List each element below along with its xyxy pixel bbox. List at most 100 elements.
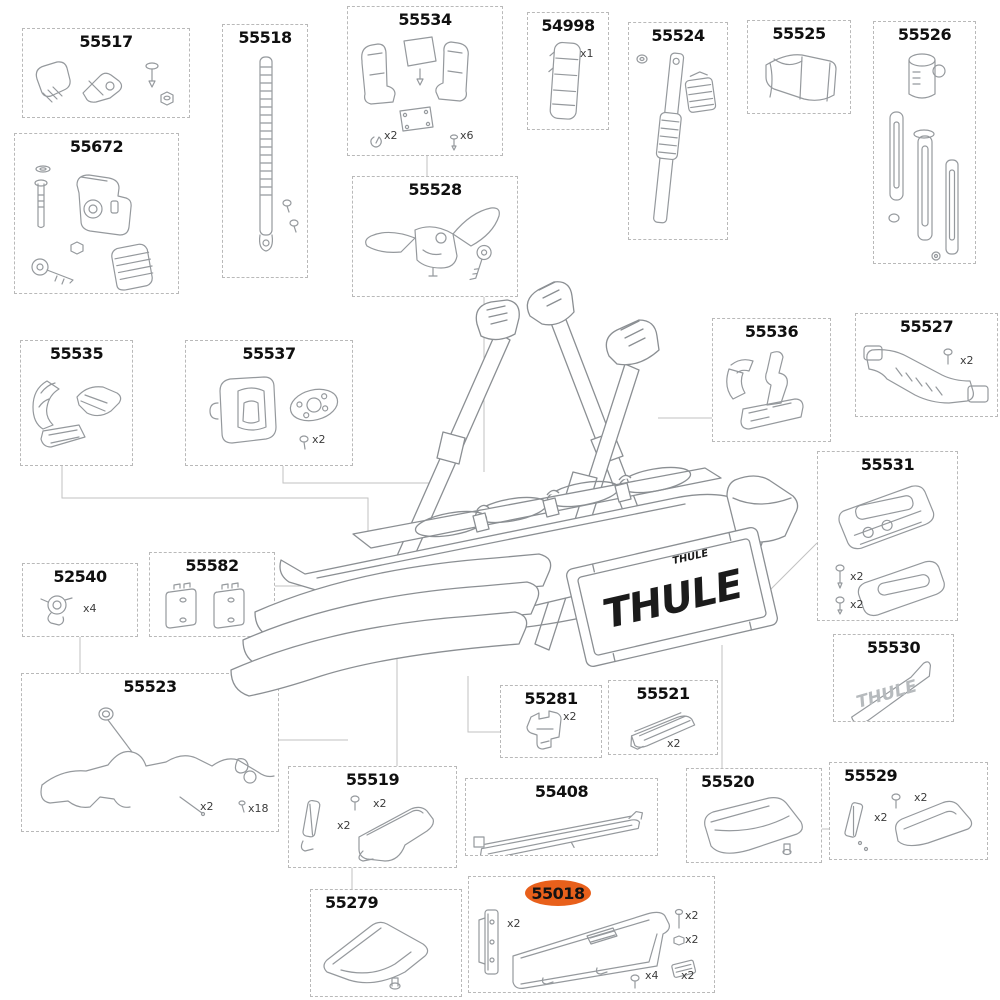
qty-label-55523-pin: x2 — [200, 800, 214, 813]
qty-label-55521: x2 — [667, 737, 681, 750]
part-box-55530: 55530 THULE — [833, 634, 954, 722]
part-art-55582 — [165, 582, 245, 629]
part-number-55517: 55517 — [79, 32, 133, 51]
qty-label-55519-screw: x2 — [373, 797, 387, 810]
part-box-55535: 55535 — [20, 340, 133, 466]
part-number-55582: 55582 — [185, 556, 239, 575]
part-number-55527: 55527 — [899, 317, 954, 336]
qty-label-55534-clip: x2 — [384, 129, 398, 142]
part-box-55523: 55523 x2 x18 — [21, 673, 279, 832]
part-number-55523: 55523 — [123, 677, 177, 696]
part-number-55519: 55519 — [345, 770, 400, 789]
qty-label-55537: x2 — [312, 433, 326, 446]
part-art-54998 — [548, 41, 581, 120]
licence-plate: THULE — [566, 526, 778, 668]
part-box-55582: 55582 — [149, 552, 275, 637]
part-art-55527 — [863, 345, 989, 404]
part-art-55534 — [361, 36, 469, 151]
part-art-55517 — [35, 61, 174, 106]
qty-label-55519-pad: x2 — [337, 819, 351, 832]
part-art-55672 — [31, 165, 154, 291]
part-number-54998: 54998 — [541, 16, 595, 35]
part-art-52540 — [40, 595, 73, 626]
qty-label-55018-screw: x2 — [685, 909, 699, 922]
qty-label-55018-block: x2 — [681, 969, 695, 982]
part-art-55536 — [726, 351, 804, 430]
part-number-55536: 55536 — [744, 322, 799, 341]
part-number-52540: 52540 — [53, 567, 107, 586]
part-art-55530: THULE — [851, 661, 932, 721]
part-box-55279: 55279 — [310, 889, 462, 997]
part-art-55537 — [209, 376, 339, 450]
qty-label-55018-bolt: x4 — [645, 969, 659, 982]
part-box-55521: 55521 x2 — [608, 680, 718, 755]
part-number-55672: 55672 — [69, 137, 124, 156]
qty-label-55527: x2 — [960, 354, 974, 367]
part-art-55524 — [636, 52, 717, 224]
part-box-55529: 55529 x2 x2 — [829, 762, 988, 860]
part-art-55521 — [630, 712, 696, 750]
part-art-55018 — [478, 908, 697, 989]
part-number-55537: 55537 — [242, 344, 296, 363]
part-number-55529: 55529 — [844, 766, 898, 785]
part-box-55524: 55524 — [628, 22, 728, 240]
part-art-55279 — [323, 921, 429, 990]
part-box-55525: 55525 — [747, 20, 851, 114]
qty-label-55531-screw2: x2 — [850, 598, 864, 611]
part-box-52540: 52540 x4 — [22, 563, 138, 637]
qty-label-55281: x2 — [563, 710, 577, 723]
part-number-55525: 55525 — [772, 24, 826, 43]
part-art-55526 — [888, 53, 959, 261]
part-box-55518: 55518 — [222, 24, 308, 278]
part-number-55530: 55530 — [866, 638, 921, 657]
part-art-55535 — [32, 380, 122, 448]
qty-label-55531-screw1: x2 — [850, 570, 864, 583]
part-number-55528: 55528 — [408, 180, 462, 199]
part-art-55529 — [844, 793, 973, 852]
part-box-55520: 55520 — [686, 768, 822, 863]
part-art-55518 — [259, 56, 299, 252]
part-number-55018: 55018 — [531, 883, 585, 903]
part-box-55526: 55526 — [873, 21, 976, 264]
part-number-55535: 55535 — [49, 344, 104, 363]
part-art-55528 — [365, 207, 500, 281]
part-art-55523 — [40, 707, 275, 817]
part-art-55281 — [526, 710, 562, 750]
part-number-55521: 55521 — [636, 684, 690, 703]
part-number-55524: 55524 — [651, 26, 705, 45]
part-art-55519 — [300, 795, 434, 862]
part-box-55531: 55531 x2 x2 — [817, 451, 958, 621]
qty-label-55534-screw: x6 — [460, 129, 474, 142]
part-art-55408 — [473, 810, 643, 855]
part-box-54998: 54998 x1 — [527, 12, 609, 130]
highlight-55018[interactable]: 55018 — [525, 880, 591, 906]
part-number-55408: 55408 — [534, 782, 589, 801]
part-number-55534: 55534 — [398, 10, 452, 29]
part-box-55517: 55517 — [22, 28, 190, 118]
part-box-55281: 55281 x2 — [500, 685, 602, 758]
rack-illustration: THULE THULE — [230, 281, 799, 697]
qty-label-55018-nut: x2 — [685, 933, 699, 946]
part-box-55527: 55527 x2 — [855, 313, 998, 417]
part-art-55531 — [835, 485, 945, 617]
qty-label-55523-screw: x18 — [248, 802, 269, 815]
part-box-55537: 55537 x2 — [185, 340, 353, 466]
part-box-55534: 55534 x2 x6 — [347, 6, 503, 156]
part-box-55528: 55528 — [352, 176, 518, 297]
qty-label-54998: x1 — [580, 47, 594, 60]
part-box-55519: 55519 x2 x2 — [288, 766, 457, 868]
part-box-55408: 55408 — [465, 778, 658, 856]
part-number-55518: 55518 — [238, 28, 292, 47]
part-number-55531: 55531 — [860, 455, 915, 474]
part-box-55536: 55536 — [712, 318, 831, 442]
part-number-55279: 55279 — [325, 893, 379, 912]
part-number-55281: 55281 — [524, 689, 578, 708]
part-art-55520 — [704, 797, 803, 856]
qty-label-55018-bracket: x2 — [507, 917, 521, 930]
qty-label-55529-pad: x2 — [874, 811, 888, 824]
part-art-55525 — [765, 54, 837, 102]
part-box-55672: 55672 — [14, 133, 179, 294]
part-number-55520: 55520 — [701, 772, 755, 791]
qty-label-55529-screw: x2 — [914, 791, 928, 804]
